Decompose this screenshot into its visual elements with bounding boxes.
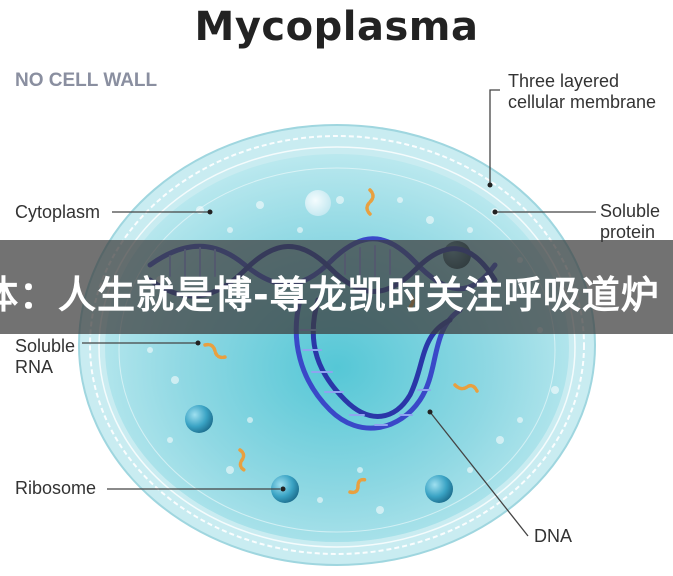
label-soluble-rna: Soluble RNA bbox=[15, 336, 75, 378]
label-soluble-protein: Soluble protein bbox=[600, 201, 660, 243]
label-membrane-line1: Three layered bbox=[508, 71, 620, 91]
cytoplasm-inner-ring bbox=[118, 167, 556, 533]
watermark-banner: 体：人生就是博-尊龙凯时关注呼吸道炉 bbox=[0, 240, 673, 334]
label-membrane: Three layered cellular membrane bbox=[508, 71, 656, 113]
label-soluble-protein-line2: protein bbox=[600, 222, 656, 242]
soluble-rna-strands bbox=[203, 188, 479, 495]
leader-lines bbox=[82, 89, 596, 537]
diagram-subtitle: NO CELL WALL bbox=[15, 70, 158, 91]
leader-dna bbox=[429, 411, 529, 537]
label-soluble-rna-line2: RNA bbox=[15, 357, 54, 377]
label-ribosome: Ribosome bbox=[15, 478, 97, 498]
label-membrane-line2: cellular membrane bbox=[508, 92, 657, 112]
ribosome-1 bbox=[185, 405, 213, 433]
ribosome-pale bbox=[305, 190, 331, 216]
diagram-title: Mycoplasma bbox=[194, 4, 479, 50]
leader-membrane bbox=[489, 89, 500, 185]
leader-dots bbox=[195, 182, 498, 492]
cell-membrane-inner bbox=[98, 146, 576, 548]
cell-membrane-ring bbox=[89, 135, 585, 555]
label-dna: DNA bbox=[534, 526, 573, 546]
label-cytoplasm: Cytoplasm bbox=[15, 202, 101, 222]
label-soluble-protein-line1: Soluble bbox=[600, 201, 661, 221]
label-soluble-rna-line1: Soluble bbox=[15, 336, 76, 356]
ribosome-3 bbox=[425, 475, 453, 503]
watermark-text: 体：人生就是博-尊龙凯时关注呼吸道炉 bbox=[0, 273, 660, 317]
